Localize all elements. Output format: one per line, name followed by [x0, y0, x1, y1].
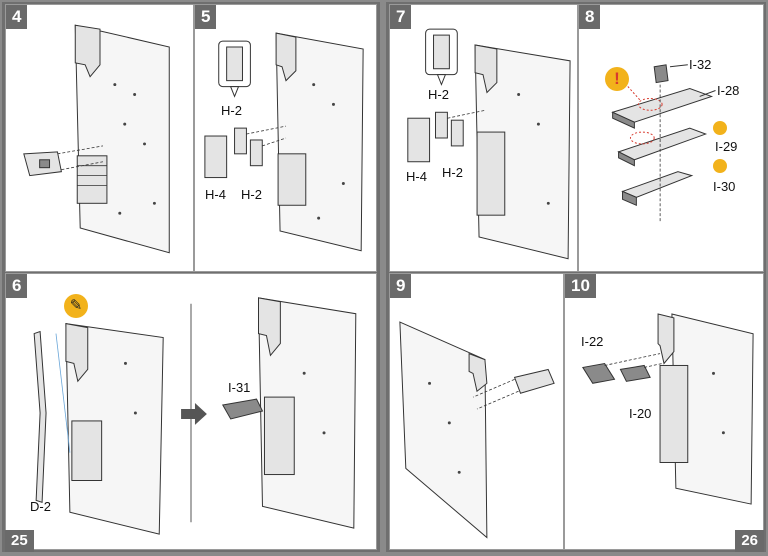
step-9-illustration	[399, 321, 555, 539]
step-6-illustration	[33, 297, 357, 535]
page-number-left: 25	[5, 530, 34, 552]
step-10-illustration	[582, 313, 754, 505]
step-8-hint-dot-2	[713, 159, 727, 173]
step-5-panel: 5 H-2 H-4 H-2	[194, 4, 377, 272]
step-10-label-i20: I-20	[629, 406, 652, 421]
step-5-label-h4: H-4	[205, 187, 226, 202]
step-6-panel: 6 ✎ D-2 I-31	[5, 273, 377, 550]
step-7-label-h2-bottom: H-2	[442, 165, 463, 180]
exclamation-icon: !	[605, 67, 629, 91]
step-8-label-i29: I-29	[715, 139, 738, 154]
step-5-label-h2-top: H-2	[221, 103, 242, 118]
step-7-label-h4: H-4	[406, 169, 427, 184]
right-page: 7 H-2 H-4 H-2 8 ! I-32 I-28 I-29 I-30	[386, 2, 766, 552]
step-10-number: 10	[565, 274, 596, 298]
page-number-right: 26	[735, 530, 764, 552]
step-8-panel: 8 ! I-32 I-28 I-29 I-30	[578, 4, 764, 272]
step-6-label-d2: D-2	[30, 499, 51, 514]
step-6-number: 6	[6, 274, 28, 298]
step-10-panel: 10 I-22 I-20	[564, 273, 764, 550]
step-10-label-i22: I-22	[581, 334, 604, 349]
step-7-panel: 7 H-2 H-4 H-2	[389, 4, 578, 272]
step-5-illustration	[204, 32, 364, 252]
step-7-number: 7	[390, 5, 412, 29]
step-7-illustration	[407, 28, 571, 260]
step-8-label-i30: I-30	[713, 179, 736, 194]
left-page: 4 5 H-2 H-4 H-2	[2, 2, 380, 552]
step-8-label-i32: I-32	[689, 57, 712, 72]
glue-tube-icon: ✎	[64, 294, 88, 318]
step-4-number: 4	[6, 5, 28, 29]
step-9-number: 9	[390, 274, 412, 298]
step-8-hint-dot-1	[713, 121, 727, 135]
step-4-panel: 4	[5, 4, 194, 272]
step-7-label-h2-top: H-2	[428, 87, 449, 102]
step-4-illustration	[23, 24, 170, 254]
step-8-illustration	[611, 64, 716, 224]
step-8-number: 8	[579, 5, 601, 29]
step-5-number: 5	[195, 5, 217, 29]
step-8-label-i28: I-28	[717, 83, 740, 98]
step-6-label-i31: I-31	[228, 380, 251, 395]
step-5-label-h2-bottom: H-2	[241, 187, 262, 202]
step-9-panel: 9	[389, 273, 564, 550]
